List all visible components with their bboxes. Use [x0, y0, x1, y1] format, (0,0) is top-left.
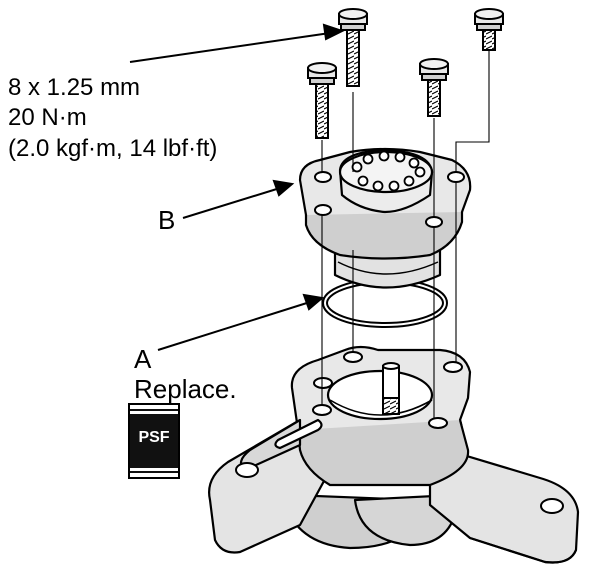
torque-nm-label: 20 N·m — [8, 104, 87, 131]
bracket — [208, 345, 580, 564]
replace-note: Replace. — [134, 374, 237, 404]
psf-symbol-label: PSF — [138, 429, 170, 446]
bolt-rear-right — [474, 8, 504, 51]
alignment-lines — [321, 50, 490, 418]
a-arrow-head — [302, 293, 325, 311]
bolt-rear-left — [338, 8, 368, 87]
b-leader-line — [182, 187, 281, 219]
a-leader-line — [157, 301, 311, 351]
pump-flange-bolt-holes — [314, 171, 465, 228]
pump-shaft — [382, 362, 400, 415]
torque-leader-line — [129, 32, 331, 63]
b-arrow-head — [272, 179, 295, 197]
bolt-front-right — [419, 58, 449, 117]
pump-cover-holes — [351, 150, 426, 192]
psf-fluid-container-icon — [128, 403, 180, 479]
pump-body — [298, 147, 472, 289]
bracket-bolt-holes — [235, 351, 564, 514]
torque-arrow-head — [322, 23, 345, 41]
callout-a: A — [134, 344, 152, 374]
leader-lines — [129, 23, 345, 351]
callout-b: B — [158, 205, 176, 235]
bolt-front-left — [307, 62, 337, 139]
torque-imperial-label: (2.0 kgf·m, 14 lbf·ft) — [8, 135, 218, 162]
bolt-size-label: 8 x 1.25 mm — [8, 74, 141, 101]
